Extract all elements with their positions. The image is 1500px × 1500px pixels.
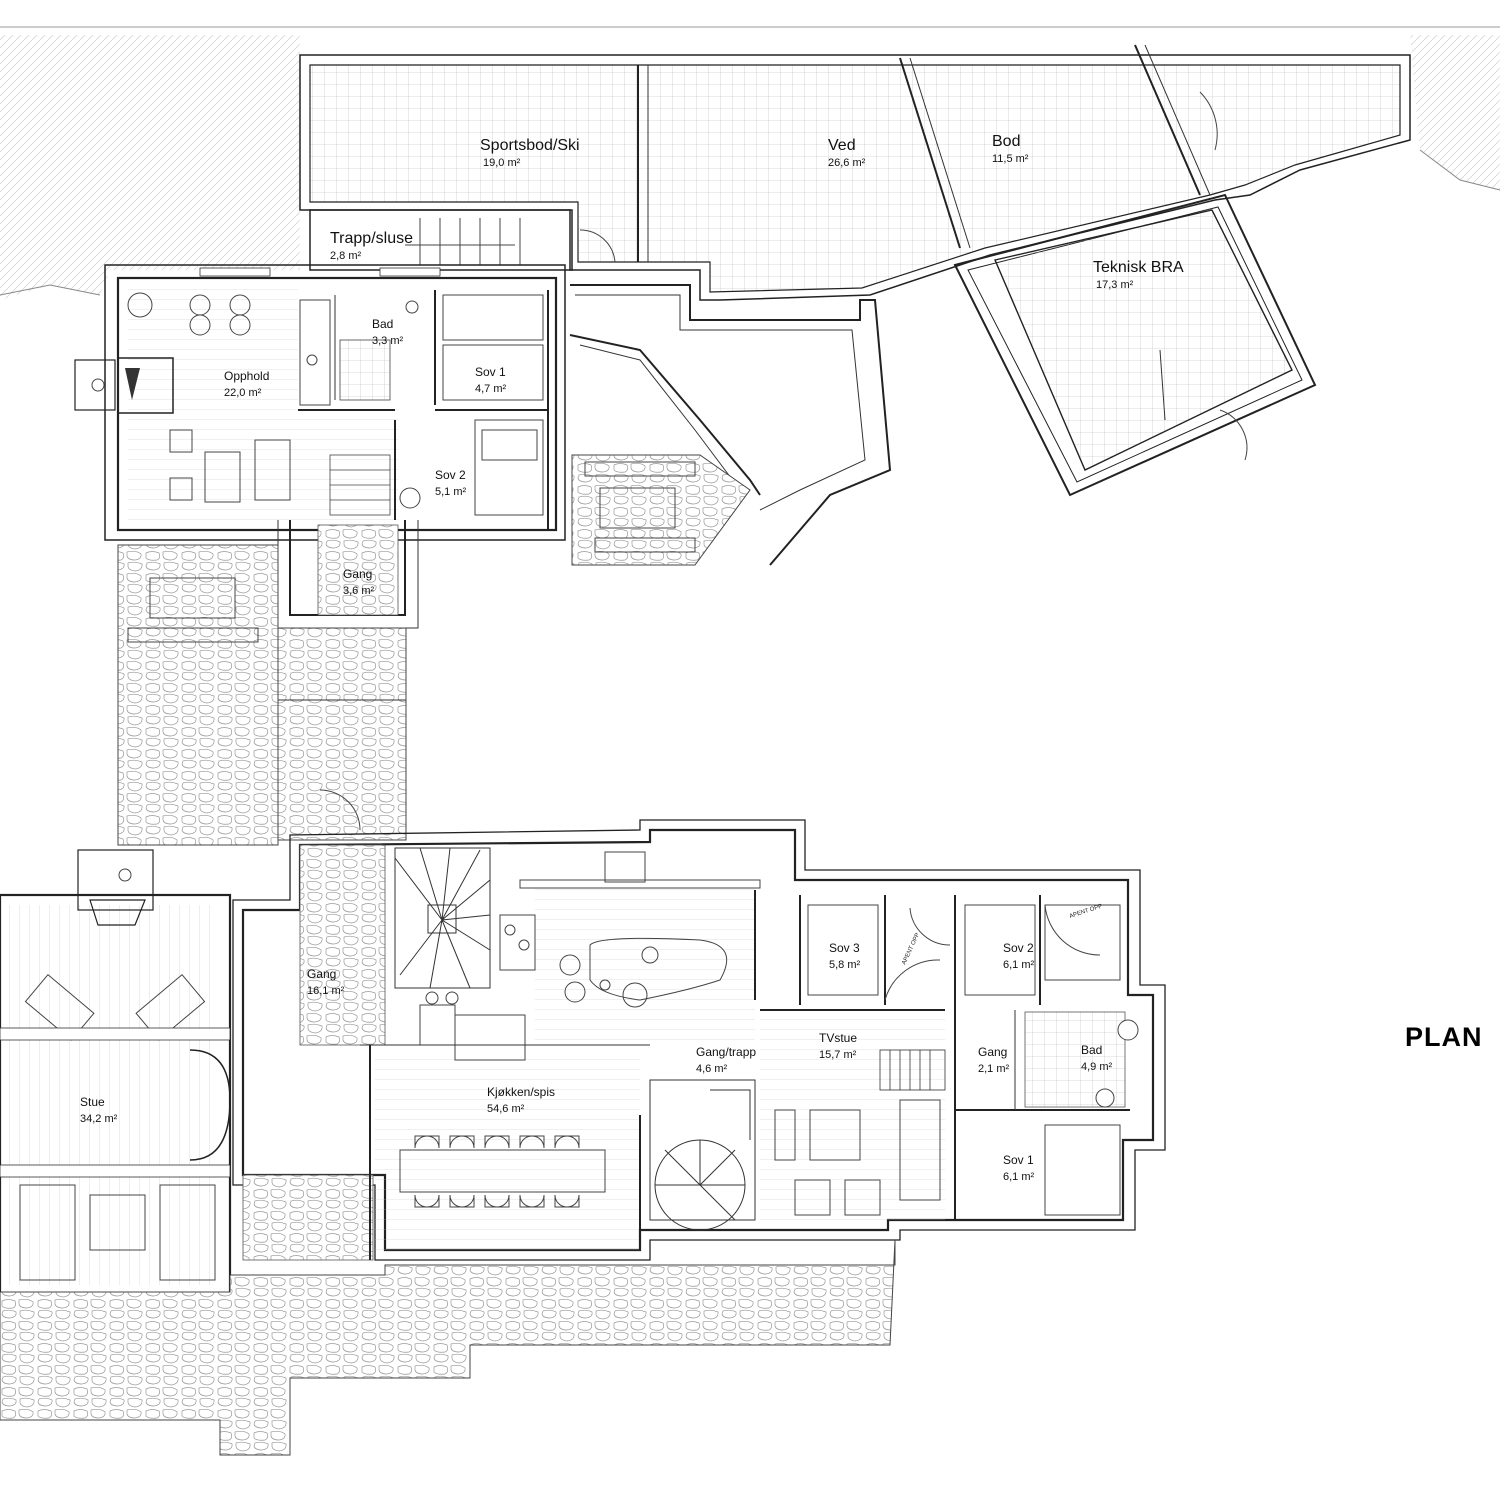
label-opphold: Opphold 22,0 m² xyxy=(224,369,269,399)
label-sov2-lower: Sov 2 6,1 m² xyxy=(1003,941,1035,971)
label-gang-upper: Gang 3,6 m² xyxy=(343,567,375,597)
label-sov1-lower: Sov 1 6,1 m² xyxy=(1003,1153,1035,1183)
storage-block xyxy=(299,44,1411,301)
room-name: TVstue xyxy=(819,1031,857,1045)
gang-upper-corridor xyxy=(277,520,419,669)
room-name: Teknisk BRA xyxy=(1093,259,1184,276)
room-name: Kjøkken/spis xyxy=(487,1085,555,1099)
teknisk-room xyxy=(953,193,1317,497)
room-name: Sov 2 xyxy=(435,468,466,482)
label-sov3: Sov 3 5,8 m² xyxy=(829,941,861,971)
room-area: 11,5 m² xyxy=(992,153,1029,165)
room-name: Sov 1 xyxy=(475,365,506,379)
room-name: Sov 1 xyxy=(1003,1153,1034,1167)
room-area: 6,1 m² xyxy=(1003,1171,1035,1183)
apent-opp-note: APENT OPP xyxy=(901,932,921,966)
label-tvstue: TVstue 15,7 m² xyxy=(819,1031,857,1061)
label-sov2-upper: Sov 2 5,1 m² xyxy=(435,468,467,498)
room-name: Sportsbod/Ski xyxy=(480,137,580,154)
room-name: Ved xyxy=(828,137,856,154)
room-area: 2,8 m² xyxy=(330,250,362,262)
courtyard-walls xyxy=(569,284,892,566)
room-name: Bad xyxy=(1081,1043,1102,1057)
room-area: 4,7 m² xyxy=(475,383,507,395)
room-name: Gang xyxy=(978,1045,1007,1059)
label-teknisk: Teknisk BRA 17,3 m² xyxy=(1093,259,1184,291)
apent-opp-note: APENT OPP xyxy=(1069,904,1103,920)
label-gang-trapp: Gang/trapp 4,6 m² xyxy=(696,1045,756,1075)
room-name: Gang/trapp xyxy=(696,1045,756,1059)
room-area: 17,3 m² xyxy=(1096,279,1134,291)
stone-path xyxy=(117,544,407,846)
label-sov1-upper: Sov 1 4,7 m² xyxy=(475,365,507,395)
label-bad-lower: Bad 4,9 m² xyxy=(1081,1043,1113,1073)
room-area: 22,0 m² xyxy=(224,387,262,399)
upper-wing xyxy=(74,264,566,541)
label-ved: Ved 26,6 m² xyxy=(828,137,866,169)
room-area: 3,3 m² xyxy=(372,335,404,347)
room-name: Sov 3 xyxy=(829,941,860,955)
plan-title: PLAN xyxy=(1405,1022,1483,1052)
room-area: 5,8 m² xyxy=(829,959,861,971)
room-area: 16,1 m² xyxy=(307,985,345,997)
stone-terrace xyxy=(0,1239,896,1456)
room-labels: Sportsbod/Ski 19,0 m² Ved 26,6 m² Bod 11… xyxy=(80,133,1184,1183)
room-name: Sov 2 xyxy=(1003,941,1034,955)
room-name: Opphold xyxy=(224,369,269,383)
room-area: 3,6 m² xyxy=(343,585,375,597)
room-name: Bod xyxy=(992,133,1020,150)
room-area: 34,2 m² xyxy=(80,1113,118,1125)
room-area: 26,6 m² xyxy=(828,157,866,169)
room-area: 4,6 m² xyxy=(696,1063,728,1075)
label-gang-small: Gang 2,1 m² xyxy=(978,1045,1010,1075)
label-stue: Stue 34,2 m² xyxy=(80,1095,118,1125)
main-house xyxy=(232,819,1166,1261)
label-bad-upper: Bad 3,3 m² xyxy=(372,317,404,347)
room-area: 2,1 m² xyxy=(978,1063,1010,1075)
room-name: Gang xyxy=(343,567,372,581)
room-area: 15,7 m² xyxy=(819,1049,857,1061)
room-name: Gang xyxy=(307,967,336,981)
room-area: 19,0 m² xyxy=(483,157,521,169)
room-area: 6,1 m² xyxy=(1003,959,1035,971)
stue-wing xyxy=(0,849,232,1297)
terrain-hatch xyxy=(0,35,1500,300)
trapp-sluse xyxy=(309,209,616,271)
room-name: Stue xyxy=(80,1095,105,1109)
room-area: 54,6 m² xyxy=(487,1103,525,1115)
room-name: Trapp/sluse xyxy=(330,230,413,247)
room-name: Bad xyxy=(372,317,393,331)
label-gang-main: Gang 16,1 m² xyxy=(307,967,345,997)
room-area: 4,9 m² xyxy=(1081,1061,1113,1073)
label-trapp-sluse: Trapp/sluse 2,8 m² xyxy=(330,230,413,262)
label-bod: Bod 11,5 m² xyxy=(992,133,1029,165)
label-sportsbod: Sportsbod/Ski 19,0 m² xyxy=(480,137,580,169)
room-area: 5,1 m² xyxy=(435,486,467,498)
label-kjokken: Kjøkken/spis 54,6 m² xyxy=(487,1085,555,1115)
